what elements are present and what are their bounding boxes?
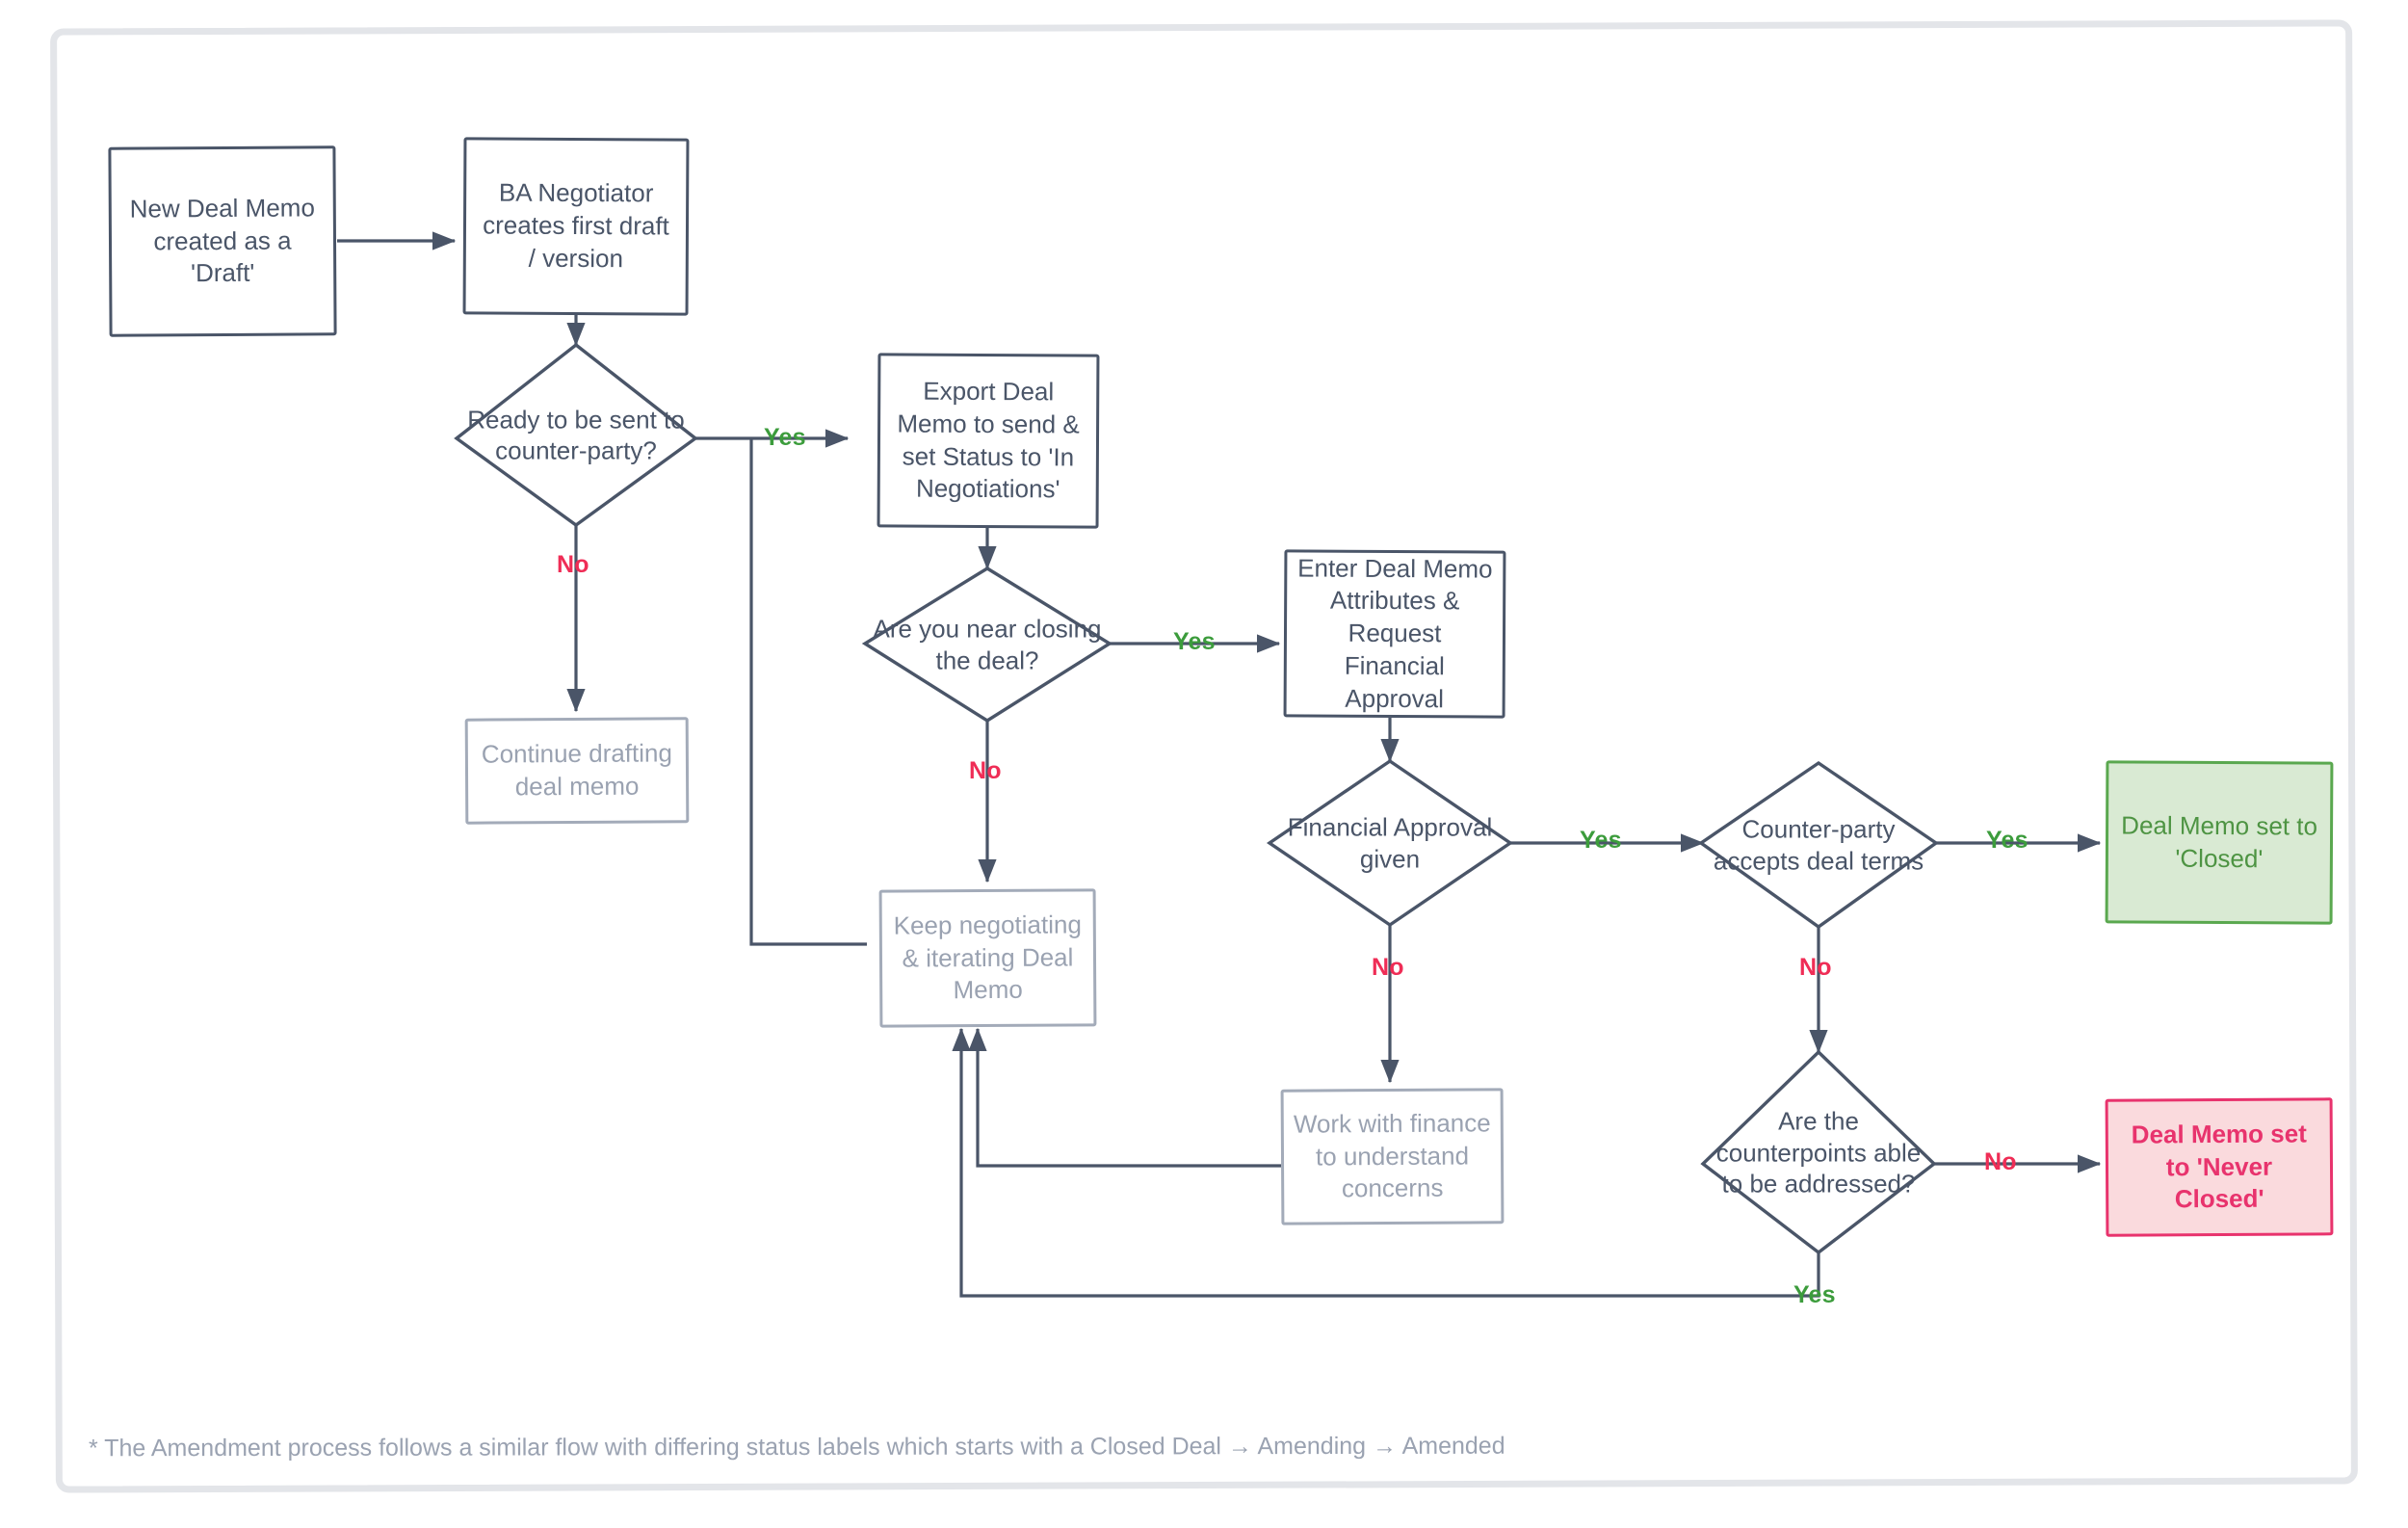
node-counterparty-accepts[interactable]: Counter-party accepts deal terms <box>1701 763 1936 927</box>
node-near-closing[interactable]: Are you near closing the deal? <box>865 568 1110 721</box>
edge-label-financial-no: No <box>1372 954 1404 981</box>
edge-label-counterpoints-yes: Yes <box>1793 1281 1836 1308</box>
node-deal-memo-closed[interactable]: Deal Memo set to 'Closed' <box>2105 760 2334 925</box>
edge-label-counterpoints-no: No <box>1984 1148 2017 1175</box>
node-counterpoints-addressed-label: Are the counterpoints able to be address… <box>1715 1106 1922 1199</box>
node-ba-negotiator-label: BA Negotiator creates first draft / vers… <box>483 177 669 274</box>
node-financial-approval-label: Financial Approval given <box>1287 812 1493 874</box>
node-continue-drafting-label: Continue drafting deal memo <box>481 738 672 802</box>
footnote-text: * The Amendment process follows a simila… <box>88 1432 1505 1462</box>
node-ready-to-send[interactable]: Ready to be sent to counter-party? <box>457 345 695 525</box>
node-near-closing-label: Are you near closing the deal? <box>873 614 1102 675</box>
edge-label-ready-no: No <box>557 551 589 578</box>
node-work-with-finance-label: Work with finance to understand concerns <box>1293 1108 1491 1203</box>
node-counterpoints-addressed[interactable]: Are the counterpoints able to be address… <box>1703 1052 1934 1252</box>
node-deal-memo-never-closed[interactable]: Deal Memo set to 'Never Closed' <box>2105 1097 2334 1237</box>
node-export-deal-memo-label: Export Deal Memo to send & set Status to… <box>897 376 1080 504</box>
node-new-deal-memo-label: New Deal Memo created as a 'Draft' <box>129 193 315 288</box>
node-export-deal-memo[interactable]: Export Deal Memo to send & set Status to… <box>877 353 1100 529</box>
edge-label-near-closing-yes: Yes <box>1173 628 1216 655</box>
node-deal-memo-closed-label: Deal Memo set to 'Closed' <box>2121 810 2318 873</box>
node-work-with-finance[interactable]: Work with finance to understand concerns <box>1280 1088 1505 1225</box>
node-enter-attributes[interactable]: Enter Deal Memo Attributes & Request Fin… <box>1283 549 1506 719</box>
node-ready-to-send-label: Ready to be sent to counter-party? <box>467 405 685 465</box>
edge-label-ready-yes: Yes <box>764 424 806 451</box>
node-ba-negotiator[interactable]: BA Negotiator creates first draft / vers… <box>462 137 690 316</box>
edge-label-counterparty-no: No <box>1799 954 1832 981</box>
node-financial-approval[interactable]: Financial Approval given <box>1269 761 1510 925</box>
edge-label-financial-yes: Yes <box>1580 827 1622 854</box>
node-counterparty-accepts-label: Counter-party accepts deal terms <box>1713 814 1924 876</box>
node-enter-attributes-label: Enter Deal Memo Attributes & Request Fin… <box>1297 552 1493 713</box>
edge-label-near-closing-no: No <box>969 757 1002 784</box>
edge-label-counterparty-yes: Yes <box>1986 827 2028 854</box>
diagram-frame <box>50 19 2358 1493</box>
node-keep-negotiating-label: Keep negotiating & iterating Deal Memo <box>893 909 1082 1005</box>
node-keep-negotiating[interactable]: Keep negotiating & iterating Deal Memo <box>878 888 1097 1028</box>
node-new-deal-memo[interactable]: New Deal Memo created as a 'Draft' <box>108 145 337 337</box>
node-deal-memo-never-closed-label: Deal Memo set to 'Never Closed' <box>2131 1119 2307 1214</box>
node-continue-drafting[interactable]: Continue drafting deal memo <box>464 717 690 825</box>
